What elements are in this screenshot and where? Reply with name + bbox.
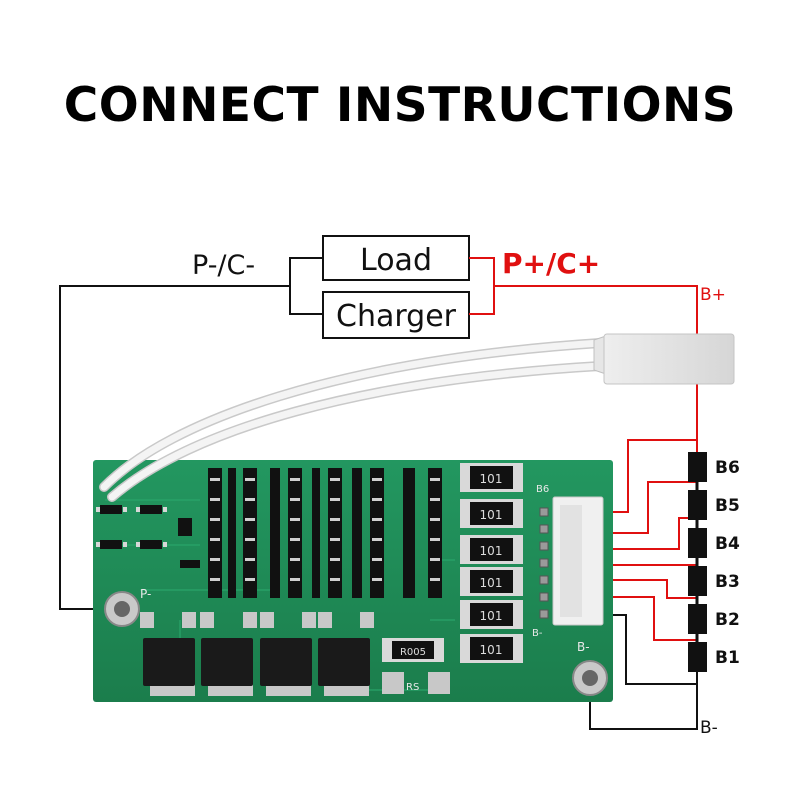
resistor-label-1: 101 bbox=[480, 472, 503, 486]
resistor-label-6: 101 bbox=[480, 643, 503, 657]
b-minus-label: B- bbox=[700, 718, 718, 738]
pad-b-minus-label: B- bbox=[577, 640, 590, 654]
bms-board: 101 101 101 101 101 101 B6 B- bbox=[93, 460, 613, 702]
cell-b6 bbox=[688, 452, 707, 482]
page-title: CONNECT INSTRUCTIONS bbox=[63, 78, 737, 133]
charger-label: Charger bbox=[336, 299, 457, 334]
small-pads-left bbox=[96, 507, 167, 547]
mosfet-row bbox=[140, 612, 374, 696]
load-label: Load bbox=[360, 243, 432, 278]
b-minus-tap-wire bbox=[600, 614, 697, 685]
cell-label-b2: B2 bbox=[715, 610, 740, 630]
pad-p-minus: P- bbox=[104, 587, 151, 627]
resistor-label-3: 101 bbox=[480, 544, 503, 558]
cell-b5 bbox=[688, 490, 707, 520]
cell-b2 bbox=[688, 604, 707, 634]
battery-stack: B6 B5 B4 B3 B2 B1 bbox=[688, 452, 740, 672]
balance-component-bank bbox=[208, 468, 442, 598]
balance-connector: B6 B- bbox=[532, 484, 604, 639]
positive-wires bbox=[469, 257, 698, 641]
shunt-resistor: R005 RS bbox=[382, 638, 450, 694]
connector-bottom-label: B- bbox=[532, 628, 543, 639]
resistor-label-4: 101 bbox=[480, 576, 503, 590]
cell-label-b1: B1 bbox=[715, 648, 740, 668]
resistor-label-5: 101 bbox=[480, 609, 503, 623]
small-components-left bbox=[100, 505, 200, 568]
temperature-sensor bbox=[99, 333, 735, 502]
p-plus-c-plus-label: P+/C+ bbox=[502, 247, 600, 280]
cell-b3 bbox=[688, 566, 707, 596]
power-resistors: 101 101 101 101 101 101 bbox=[460, 463, 523, 663]
pad-b-minus: B- bbox=[572, 640, 608, 696]
cell-label-b6: B6 bbox=[715, 458, 740, 478]
connector-top-label: B6 bbox=[536, 484, 549, 495]
negative-wires bbox=[59, 257, 698, 730]
cell-label-b3: B3 bbox=[715, 572, 740, 592]
cell-label-b5: B5 bbox=[715, 496, 740, 516]
rs-label: RS bbox=[406, 682, 419, 693]
p-minus-c-minus-label: P-/C- bbox=[192, 250, 255, 281]
load-box: Load bbox=[322, 235, 470, 281]
cell-label-b4: B4 bbox=[715, 534, 740, 554]
cell-b1 bbox=[688, 642, 707, 672]
pad-p-minus-label: P- bbox=[140, 587, 151, 601]
charger-box: Charger bbox=[322, 291, 470, 339]
b-plus-label: B+ bbox=[700, 285, 726, 305]
resistor-label-2: 101 bbox=[480, 508, 503, 522]
cell-b4 bbox=[688, 528, 707, 558]
ntc-probe bbox=[603, 333, 735, 385]
shunt-label: R005 bbox=[400, 647, 426, 658]
